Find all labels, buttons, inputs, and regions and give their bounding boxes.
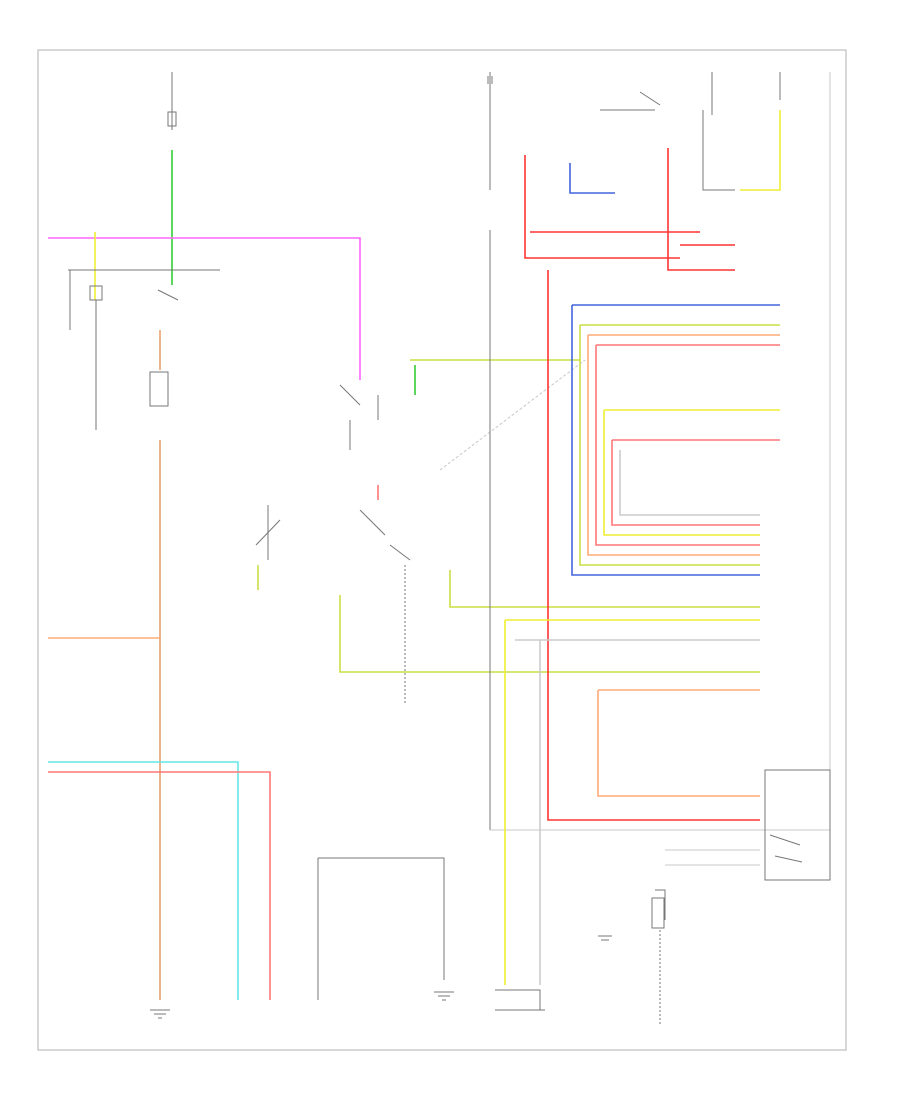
left-circuit-group (48, 72, 361, 1019)
switch-symbol (157, 289, 179, 301)
right-circuit-group (487, 72, 831, 1025)
relay-symbol (89, 285, 103, 301)
connector-symbol (149, 371, 169, 407)
diagram-frame (37, 49, 847, 1051)
ground-symbol (150, 1009, 170, 1019)
middle-circuit-group (255, 359, 760, 1001)
fuse-symbol (167, 111, 177, 127)
